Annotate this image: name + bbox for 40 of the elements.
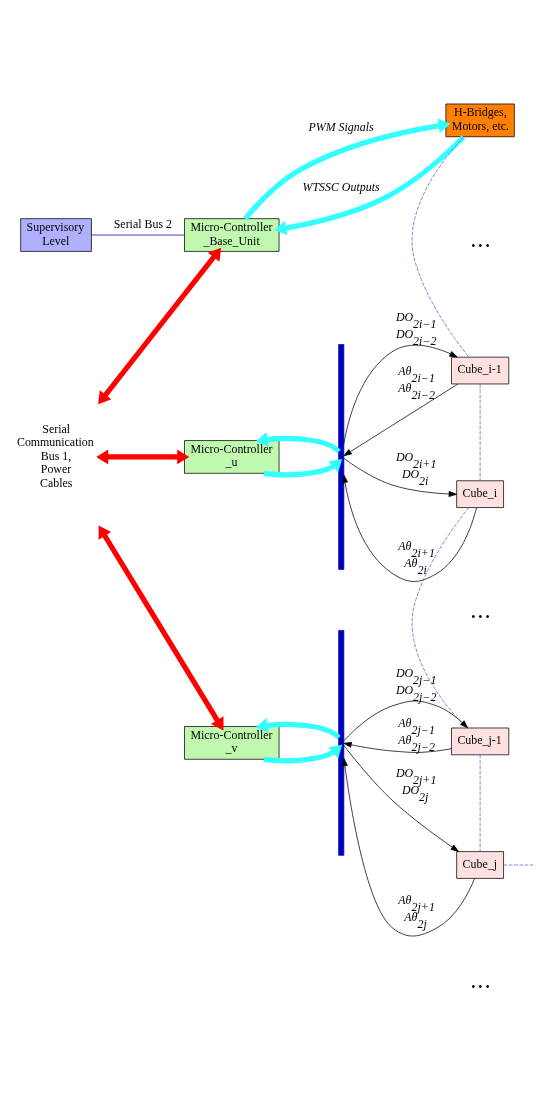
node-box: Cube_j [456, 850, 504, 879]
arrow [255, 717, 341, 739]
node-box: Cube_i [456, 479, 504, 508]
connector [411, 506, 470, 728]
node-box: Supervisory Level [20, 217, 92, 252]
node-box: Cube_j-1 [451, 727, 510, 755]
node-box: Micro-Controller _u [184, 439, 280, 474]
node-text: Serial Communication Bus 1, Power Cables [16, 421, 94, 490]
arrow [343, 344, 458, 444]
node-bar [338, 629, 345, 856]
node-box: Micro-Controller _Base_Unit [184, 217, 280, 252]
connector [91, 234, 185, 235]
node-bar [338, 343, 345, 570]
arrow [96, 449, 190, 464]
node-box: Micro-Controller _v [184, 725, 280, 760]
label: • • • [471, 979, 490, 994]
arrow [343, 700, 468, 741]
connector [479, 383, 481, 481]
arrow [343, 744, 459, 852]
arrow [342, 474, 477, 582]
arrow [98, 525, 224, 730]
node-box: H-Bridges, Motors, etc. [445, 103, 515, 137]
label: • • • [471, 609, 490, 624]
arrow [243, 117, 451, 220]
edge-label: Serial Bus 2 [113, 216, 172, 231]
arrow [255, 431, 341, 453]
edge-label: PWM Signals [308, 119, 374, 134]
node-box: Cube_i-1 [451, 356, 510, 384]
arrow [274, 134, 466, 235]
arrow [98, 247, 222, 404]
arrow [343, 457, 457, 497]
arrow [343, 383, 459, 456]
connector [479, 754, 481, 852]
arrow [263, 744, 343, 763]
label: • • • [471, 238, 490, 253]
connector [411, 135, 470, 357]
arrow [341, 757, 475, 936]
edge-label: WTSSC Outputs [302, 179, 380, 194]
arrow [263, 458, 343, 477]
arrow [343, 741, 452, 753]
